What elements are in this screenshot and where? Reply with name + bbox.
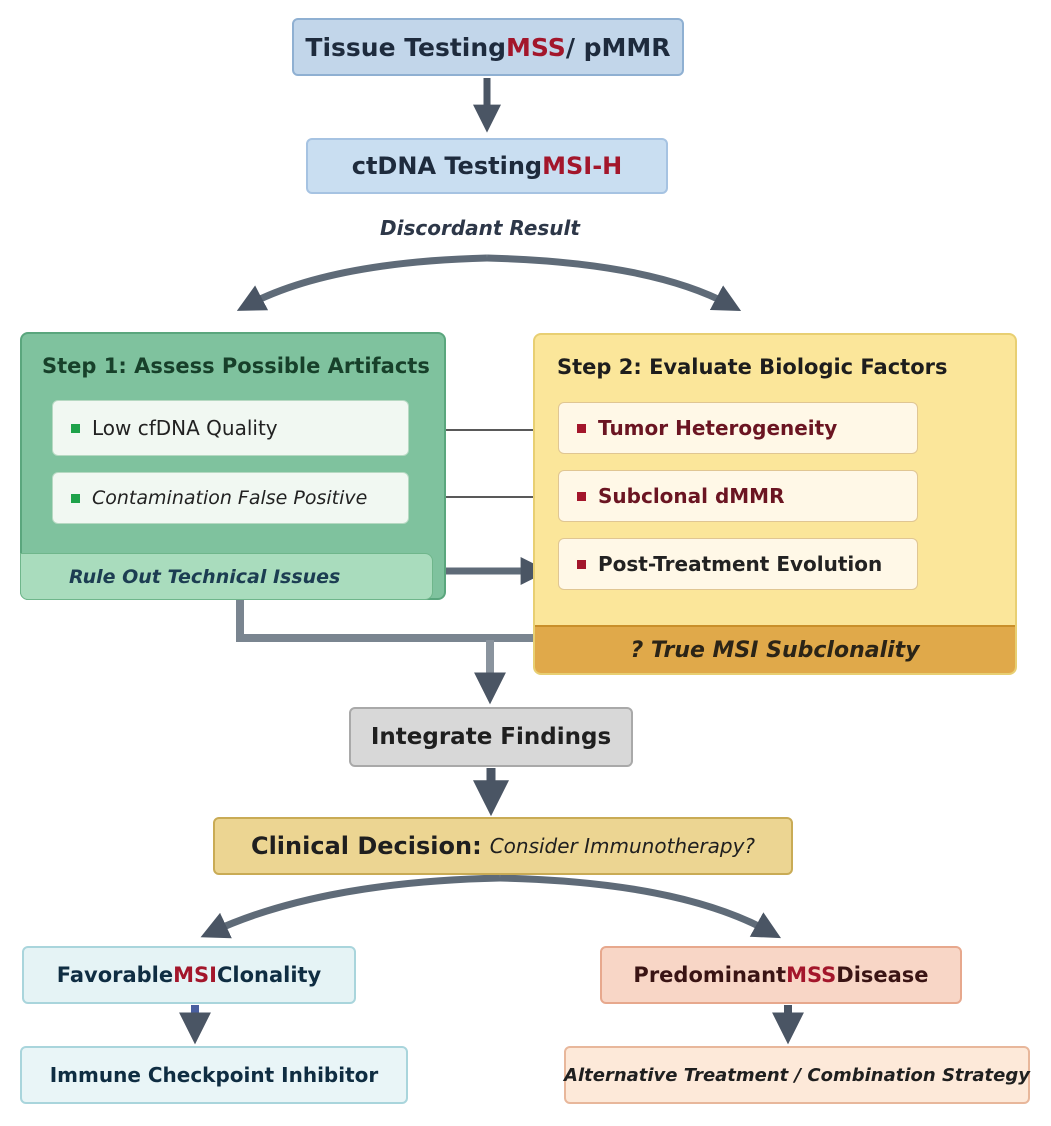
- msi-highlight: MSI: [173, 963, 217, 987]
- clonality-label: Clonality: [216, 963, 322, 987]
- mss-highlight: MSS: [506, 32, 566, 62]
- ctdna-testing-label: ctDNA Testing: [351, 152, 543, 180]
- clinical-decision-box: Clinical Decision: Consider Immunotherapy…: [213, 817, 793, 875]
- predominant-label: Predominant: [633, 963, 787, 987]
- step2-item-heterogeneity: Tumor Heterogeneity: [558, 402, 918, 454]
- arrow-discordant-left: [236, 254, 488, 311]
- favorable-msi-box: Favorable MSI Clonality: [22, 946, 356, 1004]
- discordant-result-label: Discordant Result: [380, 216, 580, 240]
- step1-item-label: Low cfDNA Quality: [92, 416, 278, 440]
- red-bullet-icon: [577, 559, 586, 569]
- tissue-testing-box: Tissue Testing MSS / pMMR: [292, 18, 684, 76]
- ctdna-testing-box: ctDNA Testing MSI-H: [306, 138, 668, 194]
- red-bullet-icon: [577, 423, 586, 433]
- msi-h-highlight: MSI-H: [542, 152, 623, 180]
- connector-step1-merge: [236, 600, 533, 642]
- step2-item-label: Post-Treatment Evolution: [598, 552, 883, 576]
- step1-item-contamination: Contamination False Positive: [52, 472, 409, 524]
- arrow-discordant-right: [486, 254, 742, 311]
- step2-title: Step 2: Evaluate Biologic Factors: [557, 355, 948, 379]
- arrow-decision-right: [499, 874, 782, 939]
- pmmr-label: / pMMR: [565, 32, 671, 62]
- predominant-mss-box: Predominant MSS Disease: [600, 946, 962, 1004]
- arrow-decision-left: [200, 874, 501, 939]
- red-bullet-icon: [577, 491, 586, 501]
- disease-label: Disease: [836, 963, 929, 987]
- green-bullet-icon: [71, 493, 80, 503]
- mss-disease-highlight: MSS: [786, 963, 837, 987]
- tissue-testing-label: Tissue Testing: [305, 32, 507, 62]
- true-msi-subclonality: ? True MSI Subclonality: [535, 625, 1015, 673]
- step2-item-subclonal: Subclonal dMMR: [558, 470, 918, 522]
- integrate-findings-box: Integrate Findings: [349, 707, 633, 767]
- alternative-treatment-box: Alternative Treatment / Combination Stra…: [564, 1046, 1030, 1104]
- step1-item-low-cfdna: Low cfDNA Quality: [52, 400, 409, 456]
- favorable-label: Favorable: [56, 963, 174, 987]
- green-bullet-icon: [71, 423, 80, 433]
- immune-checkpoint-inhibitor-box: Immune Checkpoint Inhibitor: [20, 1046, 408, 1104]
- step2-item-label: Tumor Heterogeneity: [598, 416, 838, 440]
- consider-immunotherapy-label: Consider Immunotherapy?: [489, 834, 756, 858]
- step1-item-label: Contamination False Positive: [92, 487, 368, 509]
- clinical-decision-label: Clinical Decision:: [250, 832, 482, 860]
- rule-out-technical-issues: Rule Out Technical Issues: [20, 553, 433, 600]
- step2-item-post-treatment: Post-Treatment Evolution: [558, 538, 918, 590]
- step1-title: Step 1: Assess Possible Artifacts: [42, 354, 430, 378]
- step2-panel: Step 2: Evaluate Biologic Factors Tumor …: [533, 333, 1017, 675]
- step2-item-label: Subclonal dMMR: [598, 484, 785, 508]
